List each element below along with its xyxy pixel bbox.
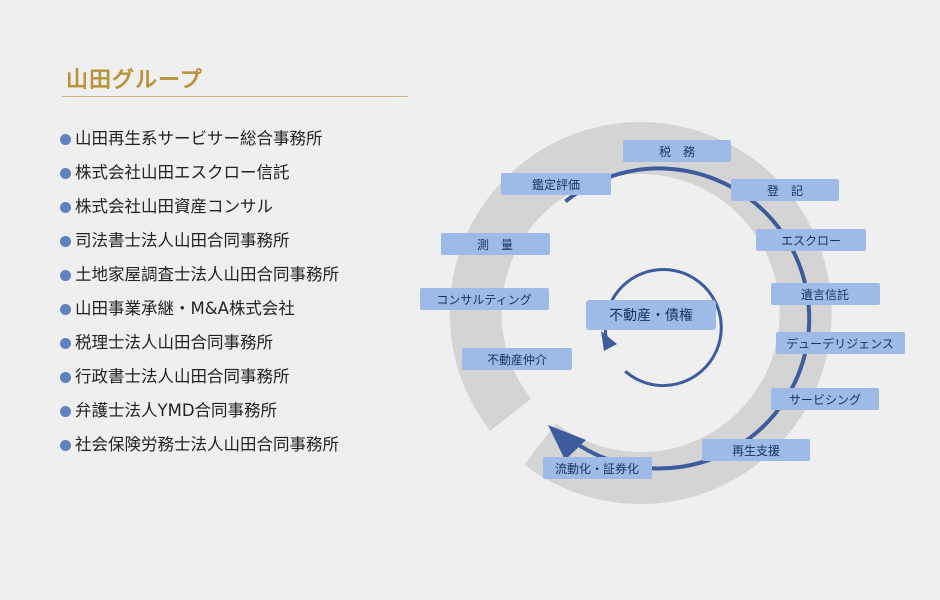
service-label-text: 遺言信託	[801, 287, 849, 302]
service-label-text: サービシング	[789, 393, 861, 407]
list-item: 株式会社山田資産コンサル	[60, 190, 339, 224]
center-label-box	[586, 300, 716, 330]
bullet-icon	[60, 269, 71, 281]
service-label-brokerage: 不動産仲介	[462, 348, 572, 370]
company-name: 株式会社山田エスクロー信託	[75, 163, 290, 182]
inner-arrowhead-icon	[601, 331, 617, 351]
company-name: 行政書士法人山田合同事務所	[75, 367, 290, 386]
company-name: 弁護士法人YMD合同事務所	[75, 401, 278, 420]
title-divider	[62, 96, 408, 97]
group-title: 山田グループ	[66, 68, 203, 93]
service-label-registration: 登 記	[731, 179, 839, 201]
list-item: 司法書士法人山田合同事務所	[60, 224, 339, 258]
list-item: 弁護士法人YMD合同事務所	[60, 394, 339, 428]
company-name: 山田事業承継・M&A株式会社	[75, 299, 295, 318]
cycle-arrowhead-icon	[548, 425, 586, 460]
company-list: 山田再生系サービサー総合事務所 株式会社山田エスクロー信託 株式会社山田資産コン…	[60, 122, 339, 462]
service-label-escrow: エスクロー	[756, 229, 866, 251]
bullet-icon	[60, 133, 71, 145]
company-name: 司法書士法人山田合同事務所	[75, 231, 290, 250]
company-name: 社会保険労務士法人山田合同事務所	[75, 435, 339, 454]
center-label: 不動産・債権	[609, 307, 693, 324]
service-label-text: 登 記	[767, 183, 803, 198]
service-label-servicing: サービシング	[771, 388, 879, 410]
service-label-due-diligence: デューデリジェンス	[776, 332, 905, 354]
service-label-text: デューデリジェンス	[786, 336, 894, 351]
service-label-securitization: 流動化・証券化	[543, 457, 652, 479]
service-label-rehabilitation: 再生支援	[702, 439, 810, 461]
service-label-text: 流動化・証券化	[555, 461, 639, 476]
list-item: 山田再生系サービサー総合事務所	[60, 122, 339, 156]
list-item: 土地家屋調査士法人山田合同事務所	[60, 258, 339, 292]
service-label-text: 税 務	[659, 145, 695, 159]
service-label-text: コンサルティング	[436, 293, 531, 307]
cycle-arrow-line	[564, 166, 812, 471]
service-label-text: 再生支援	[732, 444, 780, 458]
list-item: 社会保険労務士法人山田合同事務所	[60, 428, 339, 462]
bullet-icon	[60, 167, 71, 179]
company-name: 税理士法人山田合同事務所	[75, 333, 273, 352]
list-item: 株式会社山田エスクロー信託	[60, 156, 339, 190]
service-label-consulting: コンサルティング	[420, 288, 549, 310]
service-label-surveying: 測 量	[441, 233, 550, 255]
service-label-text: 測 量	[477, 238, 513, 252]
company-name: 株式会社山田資産コンサル	[75, 197, 273, 216]
list-item: 山田事業承継・M&A株式会社	[60, 292, 339, 326]
bullet-icon	[60, 337, 71, 349]
bullet-icon	[60, 303, 71, 315]
service-label-tax: 税 務	[623, 140, 731, 162]
bullet-icon	[60, 405, 71, 417]
list-item: 税理士法人山田合同事務所	[60, 326, 339, 360]
bullet-icon	[60, 201, 71, 213]
service-label-text: 不動産仲介	[487, 352, 547, 367]
list-item: 行政書士法人山田合同事務所	[60, 360, 339, 394]
company-name: 山田再生系サービサー総合事務所	[75, 129, 323, 148]
service-label-appraisal: 鑑定評価	[501, 173, 611, 195]
service-label-text: 鑑定評価	[532, 177, 580, 192]
service-label-will-trust: 遺言信託	[771, 283, 880, 305]
bullet-icon	[60, 235, 71, 247]
company-name: 土地家屋調査士法人山田合同事務所	[75, 265, 339, 284]
bullet-icon	[60, 439, 71, 451]
inner-cycle-arc	[603, 268, 723, 387]
service-label-text: エスクロー	[781, 234, 841, 248]
bullet-icon	[60, 371, 71, 383]
